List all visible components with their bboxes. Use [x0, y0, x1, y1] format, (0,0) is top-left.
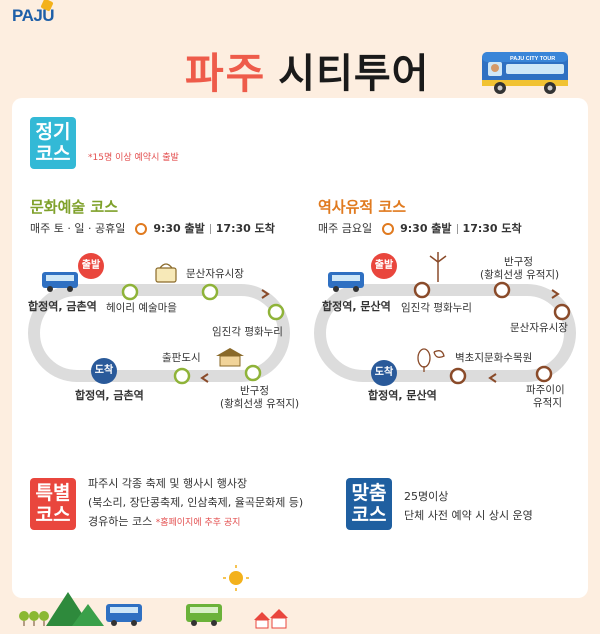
regular-note: *15명 이상 예약시 출발 — [88, 153, 179, 163]
stop-heyri — [121, 283, 139, 301]
regular-badge-line1: 정기 — [35, 121, 71, 143]
history-stop-4-sub: 유적지 — [533, 397, 562, 409]
history-start-pin: 출발 — [371, 253, 397, 279]
houses-icon — [254, 609, 288, 629]
windmill-icon — [429, 252, 447, 282]
culture-end-station: 합정역, 금촌역 — [75, 389, 144, 402]
page-title: 파주 시티투어 — [185, 40, 429, 100]
culture-depart: 9:30 출발 — [153, 222, 205, 235]
history-stop-3: 문산자유시장 — [510, 322, 568, 334]
culture-days: 매주 토 · 일 · 공휴일 — [30, 222, 126, 235]
start-bus-icon — [328, 272, 364, 292]
stop-publishing-city — [173, 367, 191, 385]
culture-start-station: 합정역, 금촌역 — [28, 300, 97, 313]
stop-imjingak — [267, 303, 285, 321]
custom-badge-line2: 코스 — [351, 504, 387, 526]
history-depart: 9:30 출발 — [400, 222, 452, 235]
culture-stop-1: 헤이리 예술마을 — [106, 302, 177, 314]
stop-imjingak — [413, 281, 431, 299]
culture-start-pin: 출발 — [78, 253, 104, 279]
culture-arrive: 17:30 도착 — [215, 222, 275, 235]
history-schedule: 매주 금요일 9:30 출발 17:30 도착 — [318, 220, 522, 236]
history-start-station: 합정역, 문산역 — [322, 300, 391, 313]
history-route-map — [314, 252, 576, 385]
custom-badge-line1: 맞춤 — [351, 482, 387, 504]
custom-line1: 25명이상 — [404, 490, 449, 503]
stop-munsan-market — [201, 283, 219, 301]
culture-stop-4-sub: (황희선생 유적지) — [220, 398, 300, 410]
history-course-title: 역사유적 코스 — [318, 198, 407, 216]
green-bus-icon — [186, 604, 222, 626]
history-stop-2-sub: (황희선생 유적지) — [480, 269, 560, 281]
history-end-station: 합정역, 문산역 — [368, 389, 437, 402]
clock-icon — [381, 223, 394, 235]
bottom-scenery — [19, 565, 288, 629]
stop-munsan-market — [553, 303, 571, 321]
history-stop-2: 반구정 — [504, 256, 533, 268]
custom-course-badge: 맞춤 코스 — [346, 478, 392, 530]
history-days: 매주 금요일 — [318, 222, 373, 235]
pavilion-icon — [216, 348, 244, 367]
special-description: 파주시 각종 축제 및 행사시 행사장 (북소리, 장단콩축제, 인삼축제, 율… — [88, 474, 303, 533]
custom-description: 25명이상 단체 사전 예약 시 상시 운영 — [404, 487, 533, 525]
stop-paju-yi — [535, 365, 553, 383]
culture-stop-4: 반구정 — [240, 385, 269, 397]
paju-logo: PAJU — [12, 0, 55, 26]
history-arrive: 17:30 도착 — [462, 222, 522, 235]
special-line2: (북소리, 장단콩축제, 인삼축제, 율곡문화제 등) — [88, 496, 304, 509]
trees-icon — [19, 611, 49, 626]
culture-course-title: 문화예술 코스 — [30, 198, 119, 216]
clock-icon — [134, 223, 147, 235]
culture-stop-2: 문산자유시장 — [186, 268, 244, 280]
special-line3: 경유하는 코스 — [88, 515, 153, 528]
stop-byeokchoji — [449, 367, 467, 385]
regular-course-badge: 정기 코스 — [30, 117, 76, 169]
special-line1: 파주시 각종 축제 및 행사시 행사장 — [88, 477, 248, 490]
history-stop-5: 벽초지문화수목원 — [455, 352, 533, 364]
history-stop-4: 파주이이 — [526, 384, 565, 396]
culture-end-pin: 도착 — [91, 358, 117, 384]
culture-route-map — [28, 263, 290, 385]
special-badge-line2: 코스 — [35, 504, 71, 526]
custom-line2: 단체 사전 예약 시 상시 운영 — [404, 509, 533, 522]
title-city-tour: 시티투어 — [278, 51, 430, 97]
regular-badge-line2: 코스 — [35, 143, 71, 165]
history-end-pin: 도착 — [371, 360, 397, 386]
bus-sign-text: PAJU CITY TOUR — [510, 56, 555, 62]
start-bus-icon — [42, 272, 78, 292]
special-note: *홈페이지에 추후 공지 — [155, 518, 241, 528]
title-paju: 파주 — [185, 48, 267, 98]
content-card — [12, 98, 588, 598]
stop-bangujeong — [244, 364, 262, 382]
culture-stop-3: 임진각 평화누리 — [212, 326, 283, 338]
culture-schedule: 매주 토 · 일 · 공휴일 9:30 출발 17:30 도착 — [30, 220, 275, 236]
special-badge-line1: 특별 — [35, 482, 71, 504]
blue-bus-icon — [106, 604, 142, 626]
sun-icon — [229, 571, 243, 585]
mountains-icon — [46, 592, 104, 626]
history-stop-1: 임진각 평화누리 — [401, 302, 472, 314]
culture-stop-5: 출판도시 — [162, 352, 201, 364]
tree-icon — [417, 348, 445, 372]
market-basket-icon — [155, 263, 177, 283]
city-tour-bus-icon: PAJU CITY TOUR — [482, 52, 568, 94]
stop-bangujeong — [493, 281, 511, 299]
special-course-badge: 특별 코스 — [30, 478, 76, 530]
